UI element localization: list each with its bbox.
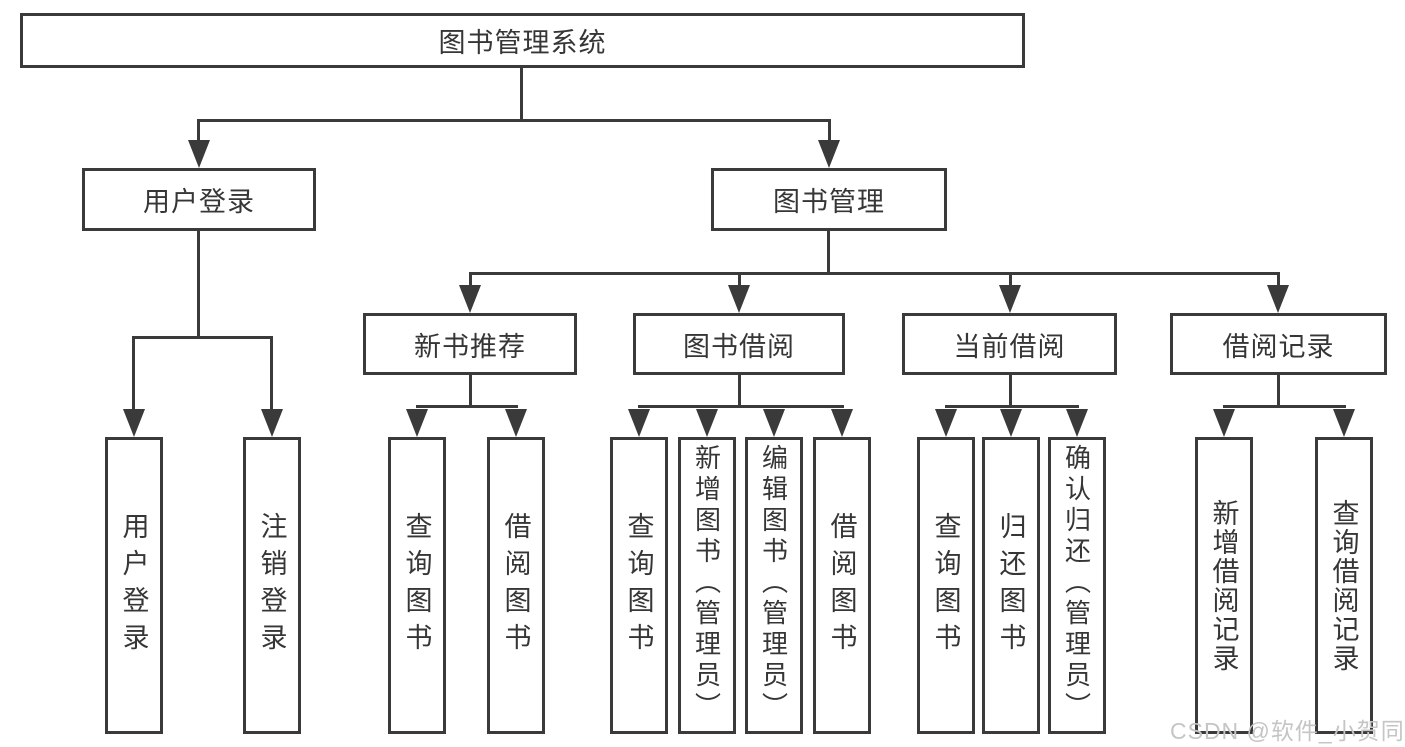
- leaf-label: 查询借阅记录: [1328, 498, 1359, 673]
- leaf-label: 用户登录: [118, 511, 149, 660]
- connector-line: [270, 336, 273, 412]
- arrowhead-down-icon: [1066, 409, 1088, 437]
- leaf-label: 注销登录: [256, 511, 287, 660]
- node-book-borrowing: 图书借阅: [633, 313, 845, 375]
- node-label: 新书推荐: [414, 331, 526, 362]
- leaf-query-borrow-record: 查询借阅记录: [1315, 437, 1373, 734]
- connector-line: [738, 375, 741, 408]
- connector-line: [1223, 405, 1346, 408]
- leaf-label: 借阅图书: [826, 511, 857, 660]
- arrowhead-down-icon: [188, 140, 210, 168]
- arrowhead-down-icon: [831, 409, 853, 437]
- connector-line: [416, 405, 518, 408]
- leaf-label: 新增借阅记录: [1208, 498, 1239, 673]
- connector-line: [132, 336, 273, 339]
- node-label: 当前借阅: [953, 331, 1066, 362]
- leaf-logout: 注销登录: [243, 437, 301, 734]
- leaf-borrow-books-2: 借阅图书: [813, 437, 871, 734]
- connector-line: [638, 405, 844, 408]
- leaf-label: 确认归还（管理员）: [1061, 444, 1092, 723]
- arrowhead-down-icon: [261, 409, 283, 437]
- leaf-label: 新增图书（管理员）: [691, 444, 722, 723]
- connector-line: [1009, 272, 1012, 288]
- leaf-label: 查询图书: [930, 511, 961, 660]
- node-borrowing-records: 借阅记录: [1170, 313, 1387, 375]
- node-book-management: 图书管理: [711, 168, 947, 231]
- connector-line: [469, 375, 472, 408]
- node-user-login: 用户登录: [82, 168, 316, 231]
- node-current-borrowing: 当前借阅: [902, 313, 1117, 375]
- arrowhead-down-icon: [459, 285, 481, 313]
- connector-line: [945, 405, 1079, 408]
- connector-line: [1277, 272, 1280, 288]
- arrowhead-down-icon: [818, 140, 840, 168]
- leaf-label: 编辑图书（管理员）: [758, 444, 789, 723]
- leaf-return-books: 归还图书: [982, 437, 1040, 734]
- node-root-label: 图书管理系统: [438, 28, 607, 58]
- arrowhead-down-icon: [406, 409, 428, 437]
- arrowhead-down-icon: [696, 409, 718, 437]
- node-new-book-recommend: 新书推荐: [363, 313, 577, 375]
- leaf-add-borrow-record: 新增借阅记录: [1195, 437, 1253, 734]
- arrowhead-down-icon: [505, 409, 527, 437]
- leaf-label: 借阅图书: [500, 511, 531, 660]
- connector-line: [197, 231, 200, 339]
- arrowhead-down-icon: [1267, 285, 1289, 313]
- connector-line: [1009, 375, 1012, 408]
- leaf-user-login: 用户登录: [105, 437, 163, 734]
- csdn-watermark: CSDN @软件_小贺同学: [1170, 718, 1405, 744]
- connector-line: [197, 119, 200, 145]
- leaf-borrow-books-1: 借阅图书: [487, 437, 545, 734]
- arrowhead-down-icon: [1000, 409, 1022, 437]
- arrowhead-down-icon: [1333, 409, 1355, 437]
- connector-line: [132, 336, 135, 412]
- connector-line: [828, 119, 831, 145]
- leaf-label: 归还图书: [995, 511, 1026, 660]
- connector-line: [469, 272, 1280, 275]
- node-label: 图书借阅: [683, 331, 795, 362]
- arrowhead-down-icon: [1213, 409, 1235, 437]
- arrowhead-down-icon: [999, 285, 1021, 313]
- node-label: 借阅记录: [1222, 331, 1335, 362]
- arrowhead-down-icon: [628, 409, 650, 437]
- arrowhead-down-icon: [763, 409, 785, 437]
- leaf-edit-books-admin: 编辑图书（管理员）: [745, 437, 803, 734]
- connector-line: [827, 231, 830, 275]
- leaf-query-books-3: 查询图书: [917, 437, 975, 734]
- leaf-label: 查询图书: [401, 511, 432, 660]
- leaf-label: 查询图书: [623, 511, 654, 660]
- leaf-confirm-return-admin: 确认归还（管理员）: [1048, 437, 1106, 734]
- connector-line: [197, 119, 831, 122]
- arrowhead-down-icon: [123, 409, 145, 437]
- leaf-add-books-admin: 新增图书（管理员）: [678, 437, 736, 734]
- node-label: 图书管理: [773, 187, 885, 217]
- connector-line: [1277, 375, 1280, 408]
- node-label: 用户登录: [143, 187, 255, 217]
- node-root: 图书管理系统: [20, 13, 1025, 68]
- connector-line: [520, 68, 523, 122]
- connector-line: [469, 272, 472, 288]
- arrowhead-down-icon: [728, 285, 750, 313]
- leaf-query-books-1: 查询图书: [388, 437, 446, 734]
- leaf-query-books-2: 查询图书: [610, 437, 668, 734]
- connector-line: [738, 272, 741, 288]
- arrowhead-down-icon: [935, 409, 957, 437]
